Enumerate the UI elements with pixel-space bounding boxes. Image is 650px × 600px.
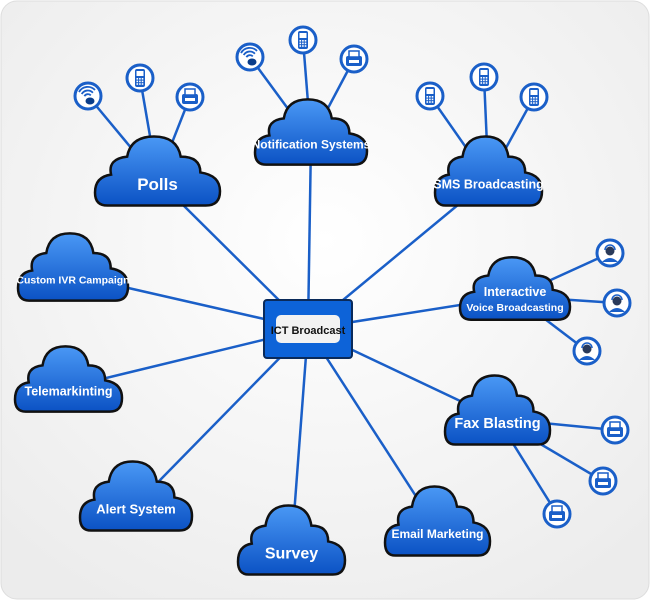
cloud-node-alert-system[interactable]: Alert System — [80, 461, 192, 530]
center-label: ICT Broadcast — [271, 325, 346, 337]
cloud-shape — [435, 136, 542, 205]
node-label: Telemarkinting — [25, 385, 113, 399]
cloud-shape — [238, 505, 345, 574]
person-icon — [572, 336, 602, 366]
fax-icon — [600, 415, 630, 445]
cloud-node-fax-blasting[interactable]: Fax Blasting — [445, 375, 550, 444]
wifi-icon — [235, 42, 265, 72]
cloud-shape — [460, 257, 570, 319]
cloud-shape — [15, 346, 122, 411]
node-label: Alert System — [96, 502, 175, 517]
wifi-icon — [73, 81, 103, 111]
node-label: SMS Broadcasting — [433, 177, 543, 191]
fax-icon — [175, 82, 205, 112]
cloud-node-telemarkinting[interactable]: Telemarkinting — [15, 346, 122, 411]
node-label: Custom IVR Campaign — [16, 274, 129, 286]
center-node[interactable]: ICT Broadcast — [263, 299, 353, 359]
fax-icon — [588, 466, 618, 496]
fax-icon — [339, 44, 369, 74]
connector-notification-systems — [306, 140, 313, 330]
node-label: Survey — [265, 546, 318, 563]
cloud-node-email-marketing[interactable]: Email Marketing — [385, 486, 490, 555]
phone-icon — [469, 62, 499, 92]
cloud-shape — [255, 99, 367, 164]
phone-icon — [415, 81, 445, 111]
cloud-shape — [18, 233, 128, 300]
fax-icon — [542, 499, 572, 529]
person-icon — [602, 288, 632, 318]
phone-icon — [288, 25, 318, 55]
person-icon — [595, 238, 625, 268]
cloud-shape — [385, 486, 490, 555]
node-label: Polls — [137, 175, 178, 194]
node-label-line2: Voice Broadcasting — [466, 302, 563, 314]
cloud-shape — [95, 136, 220, 205]
cloud-shape — [80, 461, 192, 530]
cloud-node-custom-ivr-campaign[interactable]: Custom IVR Campaign — [16, 233, 130, 300]
node-label: Email Marketing — [391, 527, 483, 541]
cloud-node-sms-broadcasting[interactable]: SMS Broadcasting — [433, 136, 544, 205]
node-label: Notification Systems — [252, 137, 371, 151]
cloud-node-survey[interactable]: Survey — [238, 505, 345, 574]
node-label: Fax Blasting — [454, 416, 540, 432]
node-label: Interactive — [484, 285, 547, 299]
cloud-node-polls[interactable]: Polls — [95, 136, 220, 205]
cloud-shape — [445, 375, 550, 444]
phone-icon — [125, 63, 155, 93]
phone-icon — [519, 82, 549, 112]
cloud-node-notification-systems[interactable]: Notification Systems — [252, 99, 371, 164]
